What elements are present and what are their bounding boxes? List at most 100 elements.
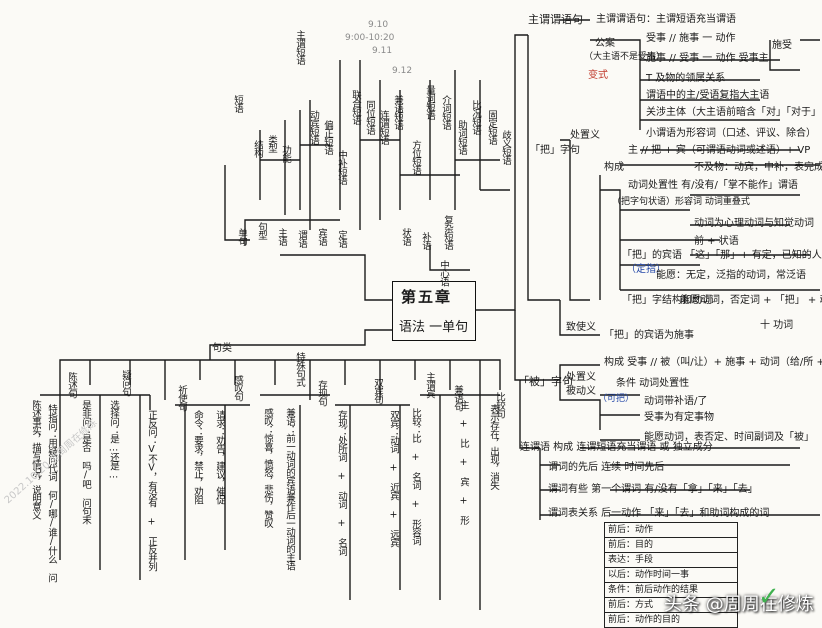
rt-label: 构成 — [604, 162, 624, 173]
tl-bottom-item: 宾语 — [316, 228, 327, 245]
tl-item: 功能 — [280, 145, 291, 162]
bl-col: 双宾：动词 + 近宾 + 远宾 — [388, 410, 399, 547]
rt-line: （定指） — [626, 264, 666, 275]
tl-item: 联合短语 — [350, 90, 361, 124]
rm-line: 谓词的先后 连续 时间先后 — [548, 462, 665, 473]
bl-head: 感叹句 — [232, 375, 243, 401]
bl-col: 兼语：前一动词的宾语兼作后一动词的主语 — [284, 408, 295, 570]
tl-item: 介词短语 — [440, 95, 451, 129]
rt-line: 能愿：无定，泛指的动词，常泛语 — [656, 270, 806, 281]
bl-col: 请求：劝告，建议，催促 — [214, 410, 225, 504]
bl-head: 比较句 — [494, 392, 505, 418]
pencil-date-3: 9.12 — [392, 66, 413, 76]
rt-line: 「把」字结构和动词 — [622, 295, 712, 306]
rm-line: 受事为有定事物 — [644, 412, 714, 423]
bl-col: 正反问：V不V，有没有 + 正反并列 — [146, 410, 157, 571]
bl-head: 兼语句 — [452, 385, 463, 411]
rm-line: 连谓语 构成 连谓短语充当谓语 或 独立成分 — [520, 442, 713, 453]
rm-root: 「被」字句 — [518, 375, 573, 388]
pencil-time: 9:00-10:20 — [345, 33, 395, 43]
rt-label: （大主语不是受事） — [584, 52, 666, 62]
bl-col: 表示存在，出现，消失 — [488, 404, 499, 489]
rm-label: 被动义 — [566, 386, 596, 397]
rt-line: 能愿动词，否定词 + 「把」 + 动词 — [680, 295, 822, 306]
center-topic-box: 第五章 语法 一单句 — [392, 281, 476, 341]
rt-line: 小谓语为形容词（口述、评议、除合） — [646, 128, 816, 139]
bl-head: 存现句 — [316, 380, 327, 406]
tl-item: 助词短语 — [456, 120, 467, 154]
rm-line: 谓词有些 第一个谓词 有/没有「拿」「来」「去」 — [548, 484, 758, 495]
bl-head: 句类 — [212, 343, 232, 354]
tl-item: 同位短语 — [364, 100, 375, 134]
sequence-table: 前后：动作 前后：目的 表达：手段 以后：动作时间一事 条件：前后动作的结果 前… — [604, 522, 738, 628]
rt-line: （把字句状语）形容词 动词重叠式 — [612, 197, 750, 207]
tl-item: 主谓短语 — [294, 30, 305, 64]
tl-item: 歧义短语 — [500, 130, 511, 164]
tl-item: 中补短语 — [336, 150, 347, 184]
bl-col: 比较：比 + 名词 + 形容词 — [410, 408, 421, 545]
table-row: 以后：动作时间一事 — [604, 568, 738, 583]
bl-col: 陈述事实，描写情况，说明意义 — [30, 400, 41, 519]
bl-head: 双宾句 — [372, 378, 383, 404]
rm-label: （可把） — [598, 394, 635, 404]
tl-item: 量词短语 — [424, 85, 435, 119]
rt-line: 主谓谓语句：主谓短语充当谓语 — [596, 14, 736, 25]
rt-line: 施事 // 受事 一 动作 受事主 — [646, 53, 769, 64]
green-check-icon: ✓ — [758, 582, 780, 612]
rt-label: 「把」字句 — [530, 145, 580, 156]
rt-label: 「把」的宾语为施事 — [604, 330, 694, 341]
tl-item: 方位短语 — [410, 140, 421, 174]
tl-item: 固定短语 — [486, 110, 497, 144]
table-row: 前后：目的 — [604, 538, 738, 553]
rt-line: T 及物的领属关系 — [646, 73, 726, 84]
tl-bottom-item: 中心语 — [438, 260, 449, 286]
bl-head: 主谓宾 — [424, 372, 435, 398]
bl-head: 陈述句 — [66, 372, 77, 398]
rt-label: 致使义 — [566, 322, 596, 333]
rt-line: 动词为心理动词与知觉动词 — [694, 218, 814, 229]
rt-label: 公案 — [595, 38, 615, 49]
tl-bottom-item: 状语 — [400, 228, 411, 245]
tl-item: 比况短语 — [470, 100, 481, 134]
rt-line: 前 + 状语 — [694, 236, 739, 247]
tl-item: 动宾短语 — [308, 110, 319, 144]
pencil-date-1: 9.10 — [368, 20, 389, 30]
table-row: 前后：方式 — [604, 598, 738, 613]
tl-item: 结构 — [252, 140, 263, 157]
rt-label: 施受 — [772, 40, 792, 51]
bl-head: 祈使句 — [176, 385, 187, 411]
rt-line: 主 // 把 + 宾（可谓语动词或述语）+ VP — [628, 145, 811, 156]
rt-label: 处置义 — [570, 130, 600, 141]
tl-item: 类型 — [266, 135, 277, 152]
bl-col: 命令：要求，禁止，劝阻 — [192, 410, 203, 504]
rm-line: 构成 受事 // 被（叫/让）+ 施事 + 动词（给/所 + 动） — [604, 357, 822, 368]
bl-col: 存现：处所词 + 动词 + 名词 — [336, 410, 347, 555]
rm-line: 动词带补语/了 — [644, 396, 708, 407]
rt-line: 十 功词 — [760, 320, 794, 331]
bl-col: 是非问：是否 吗/吧 问句末 — [80, 400, 91, 524]
tl-item: 连谓短语 — [378, 110, 389, 144]
rm-line: 能愿动词，表否定、时间副词及「被」 — [644, 432, 814, 443]
bl-col: 选择问：是…还是… — [108, 400, 119, 480]
rt-line: 动词处置性 有/没有/「掌不能作」谓语 — [628, 180, 798, 191]
rt-line: 受事 // 施事 一 动作 — [646, 33, 736, 44]
center-title: 第五章 — [401, 288, 453, 306]
bl-col: 主 + 比 + 宾 + 形 — [458, 400, 469, 524]
tl-item: 兼语短语 — [392, 95, 403, 129]
tl-item: 短语 — [232, 95, 243, 112]
table-row: 条件：前后动作的结果 — [604, 583, 738, 598]
bl-head: 特殊句式 — [294, 352, 305, 386]
rt-line: 不及物：动宾，中补，表完成 — [694, 162, 822, 173]
watermark-text: 头条 @周周在修炼 — [664, 594, 814, 615]
rt-line: 「把」的宾语 「这」「那」+ 有定，已知的人/事物 — [622, 250, 822, 261]
table-row: 前后：动作 — [604, 522, 738, 538]
rt-label: 变式 — [588, 70, 608, 81]
bl-col: 特指问：用疑问代词 何/哪/谁/什么 问 — [46, 404, 57, 582]
tl-bottom-item: 补语 — [420, 232, 431, 249]
tl-item: 复杂短语 — [442, 215, 453, 249]
tl-bottom-item: 单句 — [236, 228, 247, 245]
bl-col: 感叹：惊喜，愤怒，悲伤，赞叹 — [262, 408, 273, 527]
rm-label: 处置义 — [566, 372, 596, 383]
pencil-date-2: 9.11 — [372, 46, 393, 56]
